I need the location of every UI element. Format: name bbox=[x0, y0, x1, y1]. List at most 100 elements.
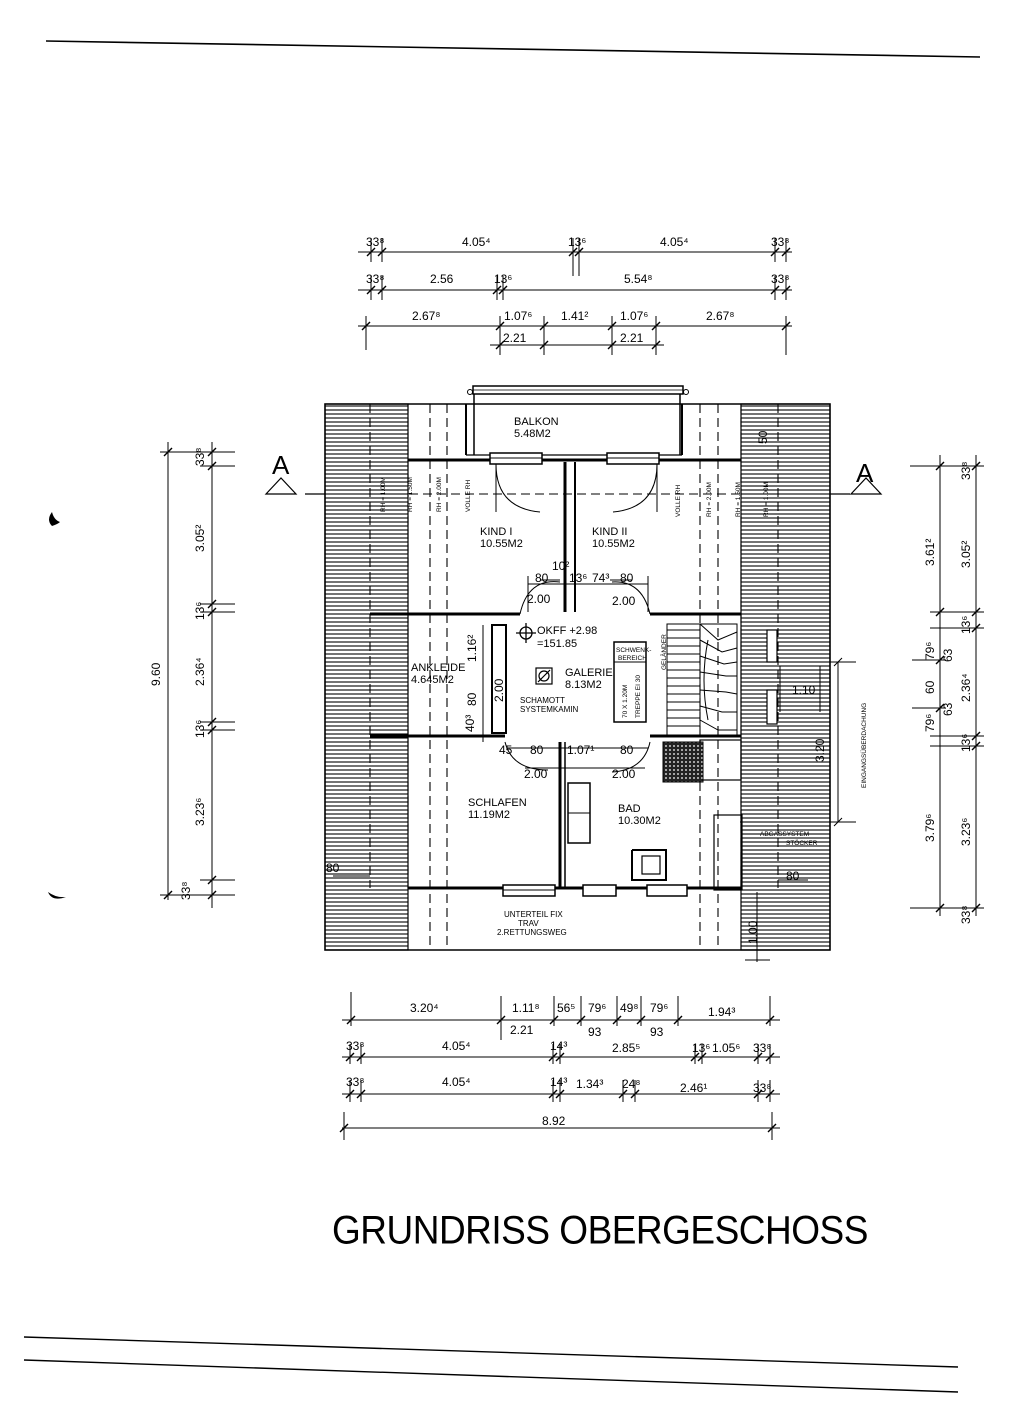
dim-top2-d: 5.54⁸ bbox=[624, 272, 652, 286]
stair-type-label: TREPPE EI 30 bbox=[635, 675, 642, 718]
dim-int-80-left: 80 bbox=[326, 861, 340, 875]
dim-top3-sub-b: 2.21 bbox=[620, 331, 644, 345]
okff-value: =151.85 bbox=[537, 638, 577, 650]
rh-label-150-right: RH = 1.50M bbox=[735, 482, 742, 517]
dim-bot3-g: 33⁸ bbox=[753, 1081, 771, 1095]
dim-left-a: 33⁸ bbox=[193, 448, 207, 466]
railing-label: GELÄNDER bbox=[660, 634, 668, 670]
dim-bot3-d: 1.34³ bbox=[576, 1077, 603, 1091]
dim-left-b: 3.05² bbox=[193, 525, 207, 552]
scan-marks bbox=[48, 512, 66, 899]
section-markers bbox=[264, 477, 883, 495]
right-dimensions bbox=[910, 455, 984, 916]
dim-right-outer-g: 33⁸ bbox=[959, 906, 973, 924]
page-frame bbox=[23, 40, 981, 1393]
dim-top1-d: 4.05⁴ bbox=[660, 235, 689, 249]
kamin-label-1: SCHAMOTT bbox=[520, 696, 565, 705]
dim-bot2-e: 13⁶ bbox=[692, 1041, 710, 1055]
rh-label-200-left: RH = 2.00M bbox=[436, 477, 443, 512]
dim-top1-a: 33⁸ bbox=[366, 235, 384, 249]
door-swings bbox=[495, 463, 658, 773]
stair-info-box bbox=[613, 641, 647, 723]
dim-int-200v: 2.00 bbox=[492, 678, 506, 702]
dim-top2-e: 33⁸ bbox=[771, 272, 789, 286]
rh-label-100-right: RH = 1.00M bbox=[763, 482, 770, 517]
okff-label: OKFF +2.98 bbox=[537, 625, 597, 637]
rh-label-volle-left: VOLLE RH bbox=[465, 480, 472, 512]
dim-right-small-b: 63 bbox=[941, 702, 955, 716]
bottom-dimension-labels: 3.20⁴ 1.11⁸ 56⁵ 79⁶ 49⁸ 79⁶ 2.21 1.94³ 2… bbox=[346, 1001, 771, 1128]
interior-dim-lines bbox=[333, 576, 808, 962]
dim-bot2-d: 2.85⁵ bbox=[612, 1041, 640, 1055]
room-name-galerie: GALERIE bbox=[565, 667, 613, 679]
staircase bbox=[666, 623, 738, 737]
bottom-dimensions bbox=[339, 992, 780, 1140]
dim-int-80a: 80 bbox=[535, 571, 549, 585]
dim-int-80b: 80 bbox=[620, 571, 634, 585]
dim-right-inner-e: 3.79⁶ bbox=[923, 814, 937, 842]
room-area-ankleide: 4.645M2 bbox=[411, 674, 454, 686]
dim-bot-total: 8.92 bbox=[542, 1114, 566, 1128]
dim-top3-e: 2.67⁸ bbox=[706, 309, 734, 323]
dim-left-f: 3.23⁶ bbox=[193, 798, 207, 826]
dim-bot1-f: 79⁶ bbox=[650, 1001, 668, 1015]
roof-areas bbox=[324, 403, 831, 951]
window-note-3: 2.RETTUNGSWEG bbox=[497, 928, 567, 937]
dim-int-50: 50 bbox=[756, 430, 770, 444]
dashed-lines bbox=[325, 404, 830, 950]
right-dimension-labels: 33⁸ 3.05² 13⁶ 2.36⁴ 13⁶ 3.23⁶ 33⁸ 3.61² … bbox=[923, 462, 973, 924]
dim-right-inner-b: 79⁶ bbox=[923, 642, 937, 660]
interior-dim-labels: 80 10² 13⁶ 74³ 80 2.00 2.00 1.16² 80 2.0… bbox=[326, 430, 827, 944]
room-labels: BALKON 5.48M2 KIND I 10.55M2 KIND II 10.… bbox=[411, 416, 661, 827]
dim-int-80c: 80 bbox=[530, 743, 544, 757]
plan-annotations: OKFF +2.98 =151.85 SCHAMOTT SYSTEMKAMIN … bbox=[497, 625, 868, 937]
dim-right-outer-f: 3.23⁶ bbox=[959, 818, 973, 846]
dim-bot1-e: 49⁸ bbox=[620, 1001, 638, 1015]
dim-right-outer-d: 2.36⁴ bbox=[959, 673, 973, 702]
dim-right-inner-a: 3.61² bbox=[923, 539, 937, 566]
dim-right-small-a: 63 bbox=[941, 648, 955, 662]
top-dimensions bbox=[358, 238, 792, 355]
dim-bot3-e: 24⁸ bbox=[622, 1077, 640, 1091]
dim-right-outer-c: 13⁶ bbox=[959, 616, 973, 634]
dim-right-outer-b: 3.05² bbox=[959, 541, 973, 568]
swing-area-label-2: BEREICH bbox=[618, 655, 647, 662]
dim-bot1-a: 3.20⁴ bbox=[410, 1001, 439, 1015]
rh-labels: VOLLE RH RH = 2.00M RH = 1.50M RH = 1.00… bbox=[380, 477, 770, 517]
dim-top3-a: 2.67⁸ bbox=[412, 309, 440, 323]
room-area-schlafen: 11.19M2 bbox=[468, 809, 510, 821]
shower-grate bbox=[662, 741, 704, 783]
stair-size-label: 70 X 1.20M bbox=[622, 685, 629, 718]
dim-int-200c: 2.00 bbox=[524, 767, 548, 781]
dim-right-outer-a: 33⁸ bbox=[959, 462, 973, 480]
dim-int-40: 40³ bbox=[463, 715, 477, 732]
dim-bot1-sub-c: 93 bbox=[650, 1025, 664, 1039]
dim-int-45: 45 bbox=[499, 743, 513, 757]
dim-int-100: 1.00 bbox=[746, 920, 760, 944]
room-name-kind1: KIND I bbox=[480, 526, 512, 538]
dim-bot2-c: 14³ bbox=[550, 1039, 567, 1053]
room-name-balkon: BALKON bbox=[514, 416, 559, 428]
room-name-bad: BAD bbox=[618, 803, 641, 815]
porch-roof-label: EINGANGSÜBERDACHUNG bbox=[860, 703, 868, 788]
room-area-kind2: 10.55M2 bbox=[592, 538, 635, 550]
room-area-galerie: 8.13M2 bbox=[565, 679, 602, 691]
dim-bot3-a: 33⁸ bbox=[346, 1075, 364, 1089]
dim-top3-sub-a: 2.21 bbox=[503, 331, 527, 345]
dim-top3-c: 1.41² bbox=[561, 309, 588, 323]
room-name-schlafen: SCHLAFEN bbox=[468, 797, 527, 809]
kamin-label-2: SYSTEMKAMIN bbox=[520, 705, 578, 714]
dim-int-107: 1.07¹ bbox=[567, 743, 594, 757]
room-name-kind2: KIND II bbox=[592, 526, 627, 538]
dim-right-outer-e: 13⁶ bbox=[959, 734, 973, 752]
section-label-left: A bbox=[272, 450, 290, 480]
dim-top2-b: 2.56 bbox=[430, 272, 454, 286]
dim-top3-b: 1.07⁶ bbox=[504, 309, 532, 323]
dim-bot1-d: 79⁶ bbox=[588, 1001, 606, 1015]
dim-bot3-c: 14³ bbox=[550, 1075, 567, 1089]
dim-bot1-c: 56⁵ bbox=[557, 1001, 575, 1015]
dim-porch-length: 3.20 bbox=[813, 738, 827, 762]
level-marker bbox=[516, 623, 536, 643]
dim-bot1-b: 1.11⁸ bbox=[512, 1001, 540, 1015]
